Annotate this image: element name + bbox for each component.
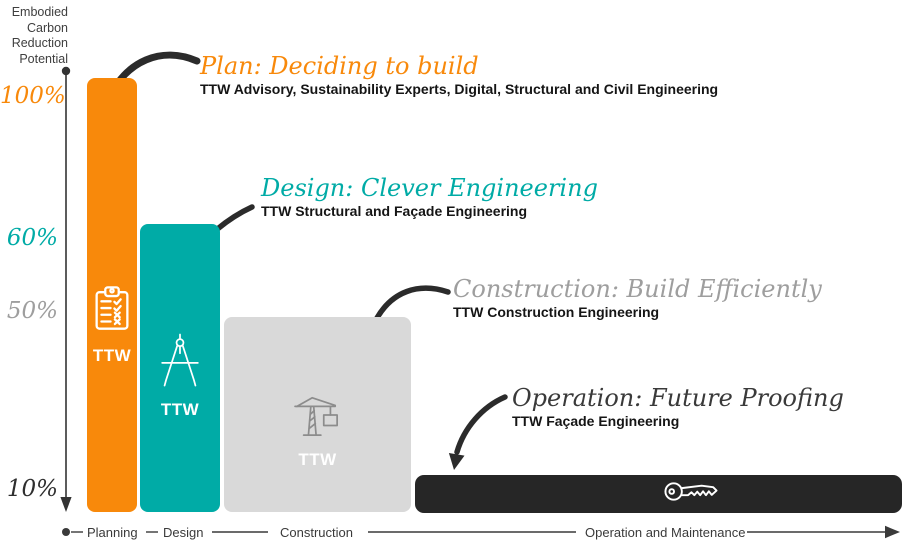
tower-crane-icon (289, 393, 347, 442)
bar-planning: TTW (87, 78, 137, 512)
y-axis-title-line: Embodied (11, 5, 68, 19)
y-axis-title-line: Reduction (11, 36, 68, 50)
y-axis-title-line: Potential (19, 51, 68, 66)
annotation-operation-title: Operation: Future Proofing (512, 384, 844, 412)
annotation-operation: Operation: Future Proofing TTW Façade En… (512, 386, 844, 429)
y-axis-title-line: Carbon (27, 20, 68, 35)
y-axis-title: Embodied Carbon Reduction Potential (4, 5, 68, 67)
y-axis-line (60, 66, 72, 512)
x-label-design: Design (163, 525, 204, 540)
x-label-planning: Planning (87, 525, 138, 540)
annotation-design-subtitle: TTW Structural and Façade Engineering (261, 203, 528, 219)
annotation-construction-subtitle: TTW Construction Engineering (453, 304, 660, 320)
annotation-operation-subtitle: TTW Façade Engineering (512, 413, 680, 429)
annotation-construction-title: Construction: Build Efficiently (453, 275, 822, 303)
x-label-construction: Construction (280, 525, 353, 540)
bar-construction: TTW (224, 317, 411, 512)
key-icon (663, 478, 719, 510)
bar-operation (415, 475, 902, 513)
annotation-plan-title: Plan: Deciding to build (200, 52, 479, 80)
y-tick-60: 60% (6, 225, 58, 251)
ttw-logo-label: TTW (92, 346, 132, 365)
drafting-compass-icon (157, 333, 203, 392)
y-tick-50: 50% (6, 298, 58, 324)
ttw-logo-label: TTW (160, 400, 200, 419)
y-tick-10: 10% (6, 476, 58, 502)
annotation-design-title: Design: Clever Engineering (261, 174, 598, 202)
annotation-plan-subtitle: TTW Advisory, Sustainability Experts, Di… (200, 81, 719, 97)
annotation-design: Design: Clever Engineering TTW Structura… (261, 176, 598, 219)
ttw-logo-label: TTW (298, 450, 337, 469)
bar-design: TTW (140, 224, 220, 512)
annotation-arrow-operation (448, 394, 508, 470)
x-label-operation-and-maintenance: Operation and Maintenance (585, 525, 746, 540)
y-tick-100: 100% (0, 83, 66, 109)
annotation-plan: Plan: Deciding to build TTW Advisory, Su… (200, 54, 718, 97)
clipboard-checklist-icon (92, 285, 132, 338)
annotation-construction: Construction: Build Efficiently TTW Cons… (453, 277, 822, 320)
